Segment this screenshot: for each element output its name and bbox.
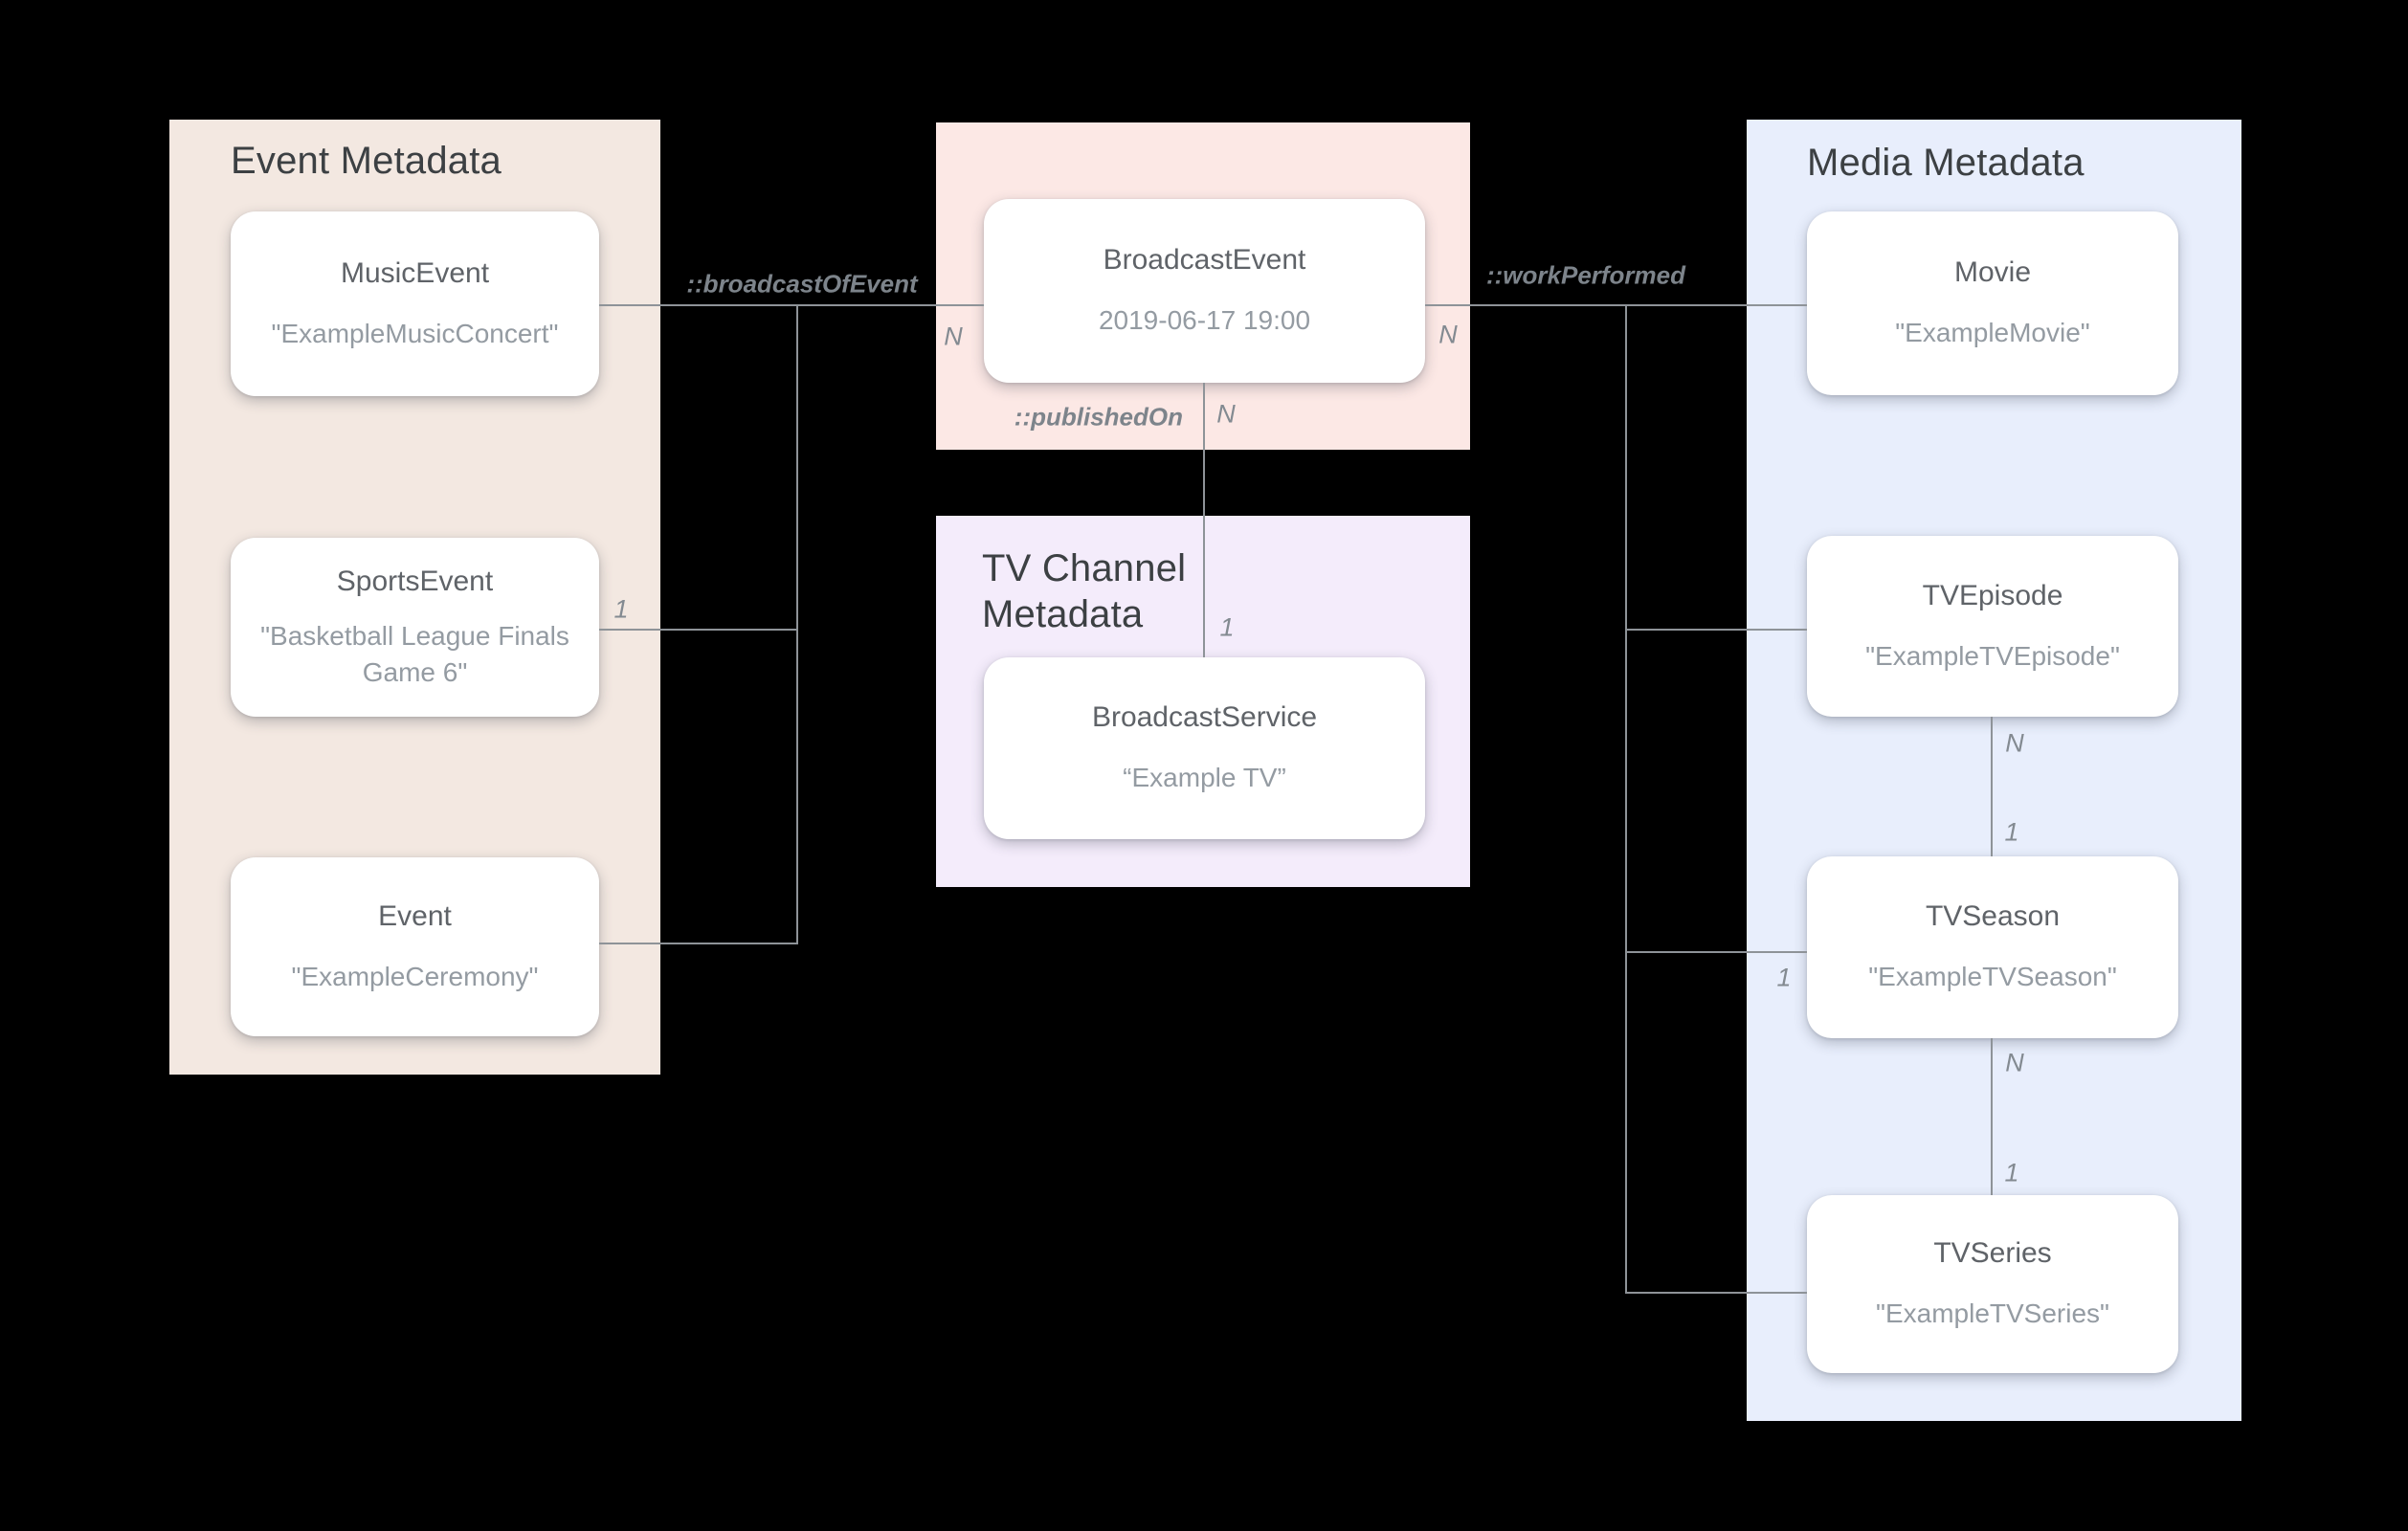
cardinality-publishedon-1: 1: [1219, 612, 1235, 642]
relation-label-broadcast-of-event: ::broadcastOfEvent: [686, 269, 918, 299]
card-broadcast-service-subtitle: “Example TV”: [1123, 763, 1286, 792]
card-tv-episode-subtitle: "ExampleTVEpisode": [1865, 640, 2120, 671]
card-movie-title: Movie: [1953, 256, 2032, 288]
card-tv-series: TVSeries "ExampleTVSeries": [1807, 1195, 2178, 1373]
card-sports-event-subtitle: "Basketball League Finals Game 6": [260, 620, 569, 687]
cardinality-episode-season-n: N: [2005, 728, 2024, 758]
card-movie-subtitle: "ExampleMovie": [1895, 318, 2090, 347]
connector-broadcastevent-movie: [1425, 304, 1807, 306]
panel-title-tv-channel-metadata: TV Channel Metadata: [982, 547, 1187, 635]
cardinality-broadcastofevent-n: N: [944, 322, 963, 351]
cardinality-workperformed-n: N: [1438, 320, 1458, 349]
card-tv-episode: TVEpisode "ExampleTVEpisode": [1807, 536, 2178, 717]
card-event-subtitle: "ExampleCeremony": [291, 961, 539, 991]
panel-title-event-metadata: Event Metadata: [231, 140, 502, 182]
card-event: Event "ExampleCeremony": [231, 857, 599, 1036]
card-broadcast-service-title: BroadcastService: [1091, 701, 1318, 733]
relation-label-work-performed: ::workPerformed: [1485, 260, 1686, 290]
connector-tvseason-tvseries: [1991, 1038, 1993, 1195]
panel-title-media-metadata: Media Metadata: [1807, 142, 2085, 184]
cardinality-sportsevent-1: 1: [613, 594, 629, 624]
cardinality-episode-season-1: 1: [2004, 817, 2019, 847]
card-movie: Movie "ExampleMovie": [1807, 211, 2178, 395]
connector-tvepisode-tvseason: [1991, 717, 1993, 856]
connector-left-trunk: [796, 304, 798, 944]
connector-tvseries-branch: [1625, 1292, 1807, 1294]
panel-broadcast-event: BroadcastEvent 2019-06-17 19:00: [936, 122, 1470, 450]
relation-label-published-on: ::publishedOn: [1014, 402, 1183, 432]
connector-right-trunk: [1625, 304, 1627, 1294]
card-sports-event: SportsEvent "Basketball League Finals Ga…: [231, 538, 599, 717]
connector-publishedon: [1203, 383, 1205, 657]
card-music-event: MusicEvent "ExampleMusicConcert": [231, 211, 599, 396]
connector-sportsevent-branch: [599, 629, 798, 631]
card-tv-series-title: TVSeries: [1933, 1237, 2052, 1269]
card-tv-season: TVSeason "ExampleTVSeason": [1807, 856, 2178, 1038]
cardinality-season-series-1: 1: [2004, 1158, 2019, 1187]
card-event-title: Event: [378, 899, 452, 932]
cardinality-tvseason-1: 1: [1776, 963, 1792, 992]
cardinality-publishedon-n: N: [1216, 399, 1236, 429]
panel-media-metadata: Media Metadata Movie "ExampleMovie" TVEp…: [1747, 120, 2241, 1421]
connector-musicevent-broadcastevent: [599, 304, 984, 306]
card-broadcast-event: BroadcastEvent 2019-06-17 19:00: [984, 199, 1425, 383]
card-tv-episode-title: TVEpisode: [1922, 579, 2063, 611]
card-broadcast-service: BroadcastService “Example TV”: [984, 657, 1425, 839]
card-tv-season-title: TVSeason: [1925, 900, 2061, 932]
card-broadcast-event-subtitle: 2019-06-17 19:00: [1098, 305, 1311, 335]
card-broadcast-event-title: BroadcastEvent: [1103, 244, 1306, 276]
card-tv-series-subtitle: "ExampleTVSeries": [1876, 1298, 2109, 1328]
card-music-event-subtitle: "ExampleMusicConcert": [271, 318, 559, 348]
card-music-event-title: MusicEvent: [340, 256, 490, 289]
panel-event-metadata: Event Metadata MusicEvent "ExampleMusicC…: [169, 120, 660, 1075]
connector-tvepisode-branch: [1625, 629, 1807, 631]
connector-event-branch: [599, 943, 798, 944]
card-sports-event-title: SportsEvent: [336, 565, 494, 597]
cardinality-season-series-n: N: [2005, 1048, 2024, 1077]
connector-tvseason-branch: [1625, 951, 1807, 953]
card-tv-season-subtitle: "ExampleTVSeason": [1868, 962, 2117, 991]
